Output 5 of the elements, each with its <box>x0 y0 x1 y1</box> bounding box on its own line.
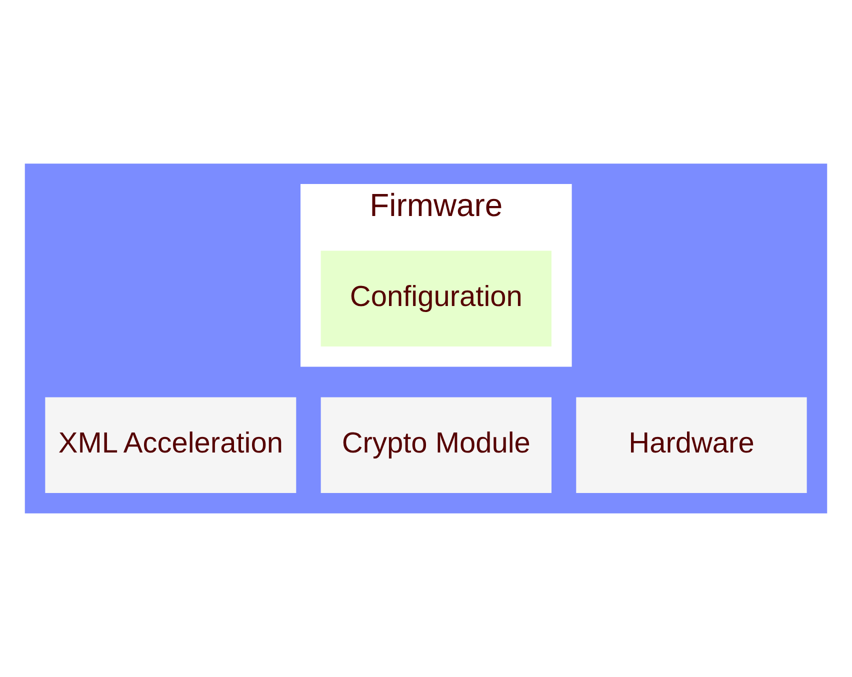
node-box: XML Acceleration <box>45 397 296 493</box>
node-box: Hardware <box>576 397 807 493</box>
node-box: Crypto Module <box>320 397 552 493</box>
node-box: Configuration <box>320 250 552 346</box>
cluster <box>24 164 828 514</box>
